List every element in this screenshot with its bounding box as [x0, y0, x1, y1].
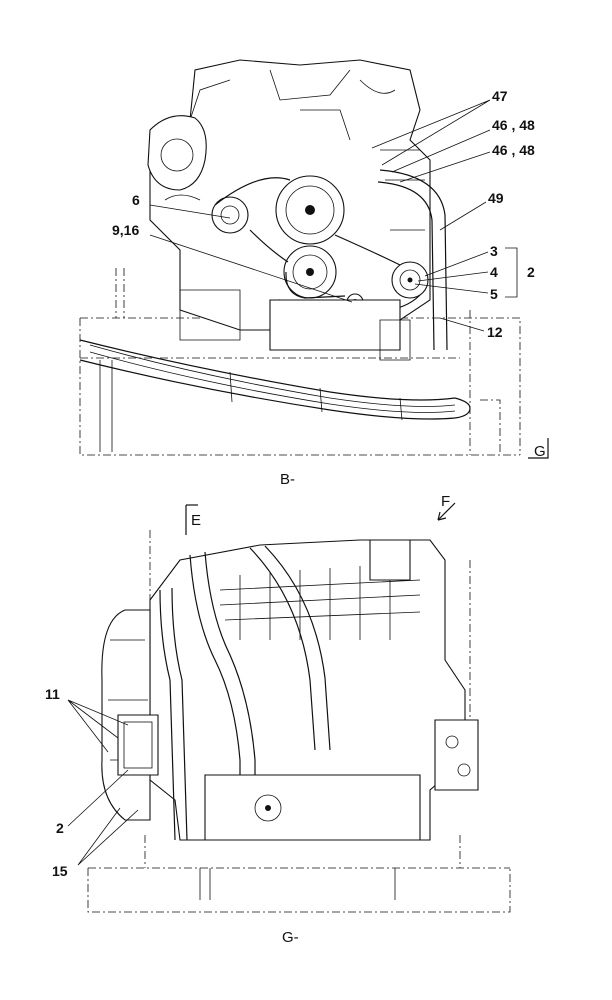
callout-47: 47	[492, 88, 508, 104]
view-g-drawing	[87, 502, 511, 913]
leader-4	[417, 271, 489, 282]
leader-12	[439, 317, 485, 332]
view-g-arrow-f-head	[437, 511, 447, 521]
leader-49	[439, 201, 487, 231]
view-g-verticals	[149, 530, 471, 720]
engine-block-g	[149, 539, 466, 841]
view-b-arrow-g-shape	[528, 438, 549, 459]
view-g-arrow-f-label: F	[441, 493, 450, 510]
hose-big-2-b	[264, 545, 331, 751]
view-g-leaders	[67, 699, 139, 866]
filter-block	[369, 539, 411, 581]
view-b-leaders	[149, 99, 518, 332]
hose-big-1-b	[204, 551, 256, 840]
hose-left-a	[159, 589, 176, 841]
callout-9-16: 9,16	[112, 222, 139, 238]
bracket-2	[505, 247, 518, 298]
leader-11	[67, 699, 129, 753]
view-g-posts	[199, 868, 396, 900]
view-b-support-left	[115, 268, 125, 318]
drain-cover	[254, 794, 282, 822]
callout-2-g: 2	[56, 820, 64, 836]
tube-lower-edge	[79, 359, 456, 420]
callout-5: 5	[490, 286, 498, 302]
bracket-bolt-1	[445, 735, 459, 749]
manifold-lines	[219, 579, 421, 621]
leader-5	[414, 283, 489, 294]
leader-6	[149, 204, 231, 219]
crank-pulley-inner	[292, 254, 328, 290]
oil-pan-g	[204, 774, 421, 841]
drain-plug	[265, 805, 271, 811]
callout-12: 12	[487, 324, 503, 340]
view-g-base-frame	[87, 868, 511, 913]
tube-upper-edge	[79, 339, 456, 401]
view-b-support-right	[469, 310, 501, 455]
view-g-arrow-e-label: E	[191, 512, 201, 529]
hose-big-1-a	[189, 554, 241, 840]
compressor-body-g	[117, 714, 159, 776]
oil-pan-b	[269, 299, 401, 351]
callout-15: 15	[52, 863, 68, 879]
leader-9-16	[149, 234, 353, 303]
callout-46-48-b: 46 , 48	[492, 142, 535, 158]
left-housing-boss	[160, 138, 194, 172]
brackets-b	[179, 289, 411, 361]
callout-11: 11	[45, 686, 60, 702]
leader-46-48-a	[391, 129, 491, 173]
leader-2-g	[67, 769, 129, 827]
alternator-pulley-inner	[220, 205, 240, 225]
view-b-arrow-g-label: G	[534, 443, 546, 460]
view-g-arrow-f-shape	[437, 502, 456, 521]
tube-line-1	[89, 344, 456, 407]
callout-6: 6	[132, 192, 140, 208]
hose-left-b	[171, 587, 188, 841]
crank-pulley-hub	[306, 268, 314, 276]
view-g-label: G-	[282, 929, 299, 946]
leader-15	[77, 807, 139, 866]
view-b-callouts: 47 46 , 48 46 , 48 49 6 9,16 3 4 5 2 12 …	[112, 88, 546, 488]
engine-detail-lines-1	[189, 69, 396, 141]
hose-49-inner	[377, 181, 435, 351]
right-bracket	[434, 719, 479, 791]
injector-lines	[239, 564, 391, 640]
hose-big-2-a	[249, 547, 316, 751]
leader-3	[424, 251, 489, 277]
alternator-pulley	[211, 196, 249, 234]
view-g-callouts: E F 11 2 15 G-	[45, 493, 450, 946]
callout-2-b: 2	[527, 264, 535, 280]
callout-4: 4	[490, 264, 498, 280]
callout-49: 49	[488, 190, 504, 206]
view-b-side-rail	[99, 360, 113, 452]
tube-end-cap	[454, 397, 471, 419]
leader-47	[371, 99, 491, 166]
compressor-face	[123, 721, 153, 769]
tube-line-2	[89, 351, 456, 413]
compressor-pulley-inner	[399, 269, 421, 291]
compressor-pulley-hub	[407, 277, 413, 283]
bracket-bolt-2	[457, 763, 471, 777]
callout-46-48-a: 46 , 48	[492, 117, 535, 133]
view-b-drawing	[79, 59, 549, 459]
leader-46-48-b	[399, 151, 491, 183]
view-b-label: B-	[280, 471, 295, 488]
left-housing	[147, 115, 207, 191]
tube-clamps	[229, 371, 403, 421]
upper-pulley-inner	[285, 185, 335, 235]
callout-3: 3	[490, 243, 498, 259]
view-g-legs	[144, 835, 461, 868]
upper-pulley-hub	[305, 205, 315, 215]
